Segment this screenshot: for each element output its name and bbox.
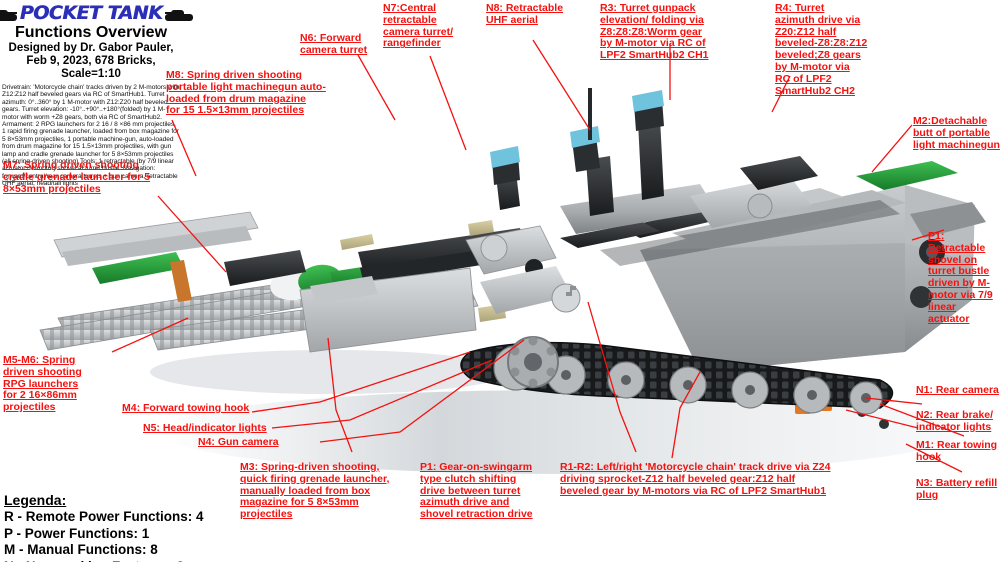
legend-line-power: P - Power Functions: 1 <box>4 525 150 541</box>
callout-r4: R4: Turret azimuth drive via Z20:Z12 hal… <box>775 2 868 97</box>
callout-n3: N3: Battery refill plug <box>916 477 998 501</box>
callout-m3: M3: Spring-driven shooting, quick firing… <box>240 461 390 521</box>
callout-m2: M2:Detachable butt of portable light mac… <box>913 115 1000 151</box>
tank-icon-right <box>165 6 194 21</box>
legend-line-nonwork: N - Non-working Features: 8 <box>4 559 304 562</box>
title-block: POCKET TANK Functions Overview Designed … <box>0 2 194 188</box>
specification-paragraph: Drivetrain: 'Motorcycle chain' tracks dr… <box>2 84 180 188</box>
legend-block: Legenda: R - Remote Power Functions: 4 P… <box>4 492 304 562</box>
page-subtitle: Functions Overview <box>14 24 168 41</box>
callout-n6: N6: Forward camera turret <box>300 32 368 56</box>
callout-n1: N1: Rear camera <box>916 384 999 396</box>
callout-n2: N2: Rear brake/ indicator lights <box>916 409 994 433</box>
callout-p1-clutch: P1: Gear-on-swingarm type clutch shiftin… <box>420 461 533 521</box>
callout-r1-r2: R1-R2: Left/right 'Motorcycle chain' tra… <box>560 461 831 497</box>
callout-p1-shovel: P1: Retractable shovel on turret bustle … <box>928 230 993 325</box>
callout-m7: M7: Spring driven shooting cradle grenad… <box>3 159 151 195</box>
brand-title-row: POCKET TANK <box>0 2 194 24</box>
callout-n5: N5: Head/indicator lights <box>143 422 267 434</box>
legend-line-remote: R - Remote Power Functions: 4 <box>4 509 204 524</box>
callout-m1: M1: Rear towing hook <box>916 439 998 463</box>
legend-line-manual: M - Manual Functions: 8 <box>4 542 158 557</box>
designer-byline: Designed by Dr. Gabor Pauler, Feb 9, 202… <box>8 42 174 80</box>
legend-title: Legenda: <box>4 492 67 508</box>
callout-m4: M4: Forward towing hook <box>122 402 250 414</box>
callout-r3: R3: Turret gunpack elevation/ folding vi… <box>600 2 709 62</box>
callout-m8: M8: Spring driven shooting portable ligh… <box>166 69 326 117</box>
tank-icon-left <box>0 6 17 21</box>
callout-n8: N8: Retractable UHF aerial <box>486 2 564 26</box>
brand-title: POCKET TANK <box>19 2 163 24</box>
callout-n4: N4: Gun camera <box>198 436 279 448</box>
callout-n7: N7:Central retractable camera turret/ ra… <box>383 2 454 50</box>
callout-m5-m6: M5-M6: Spring driven shooting RPG launch… <box>3 354 82 414</box>
